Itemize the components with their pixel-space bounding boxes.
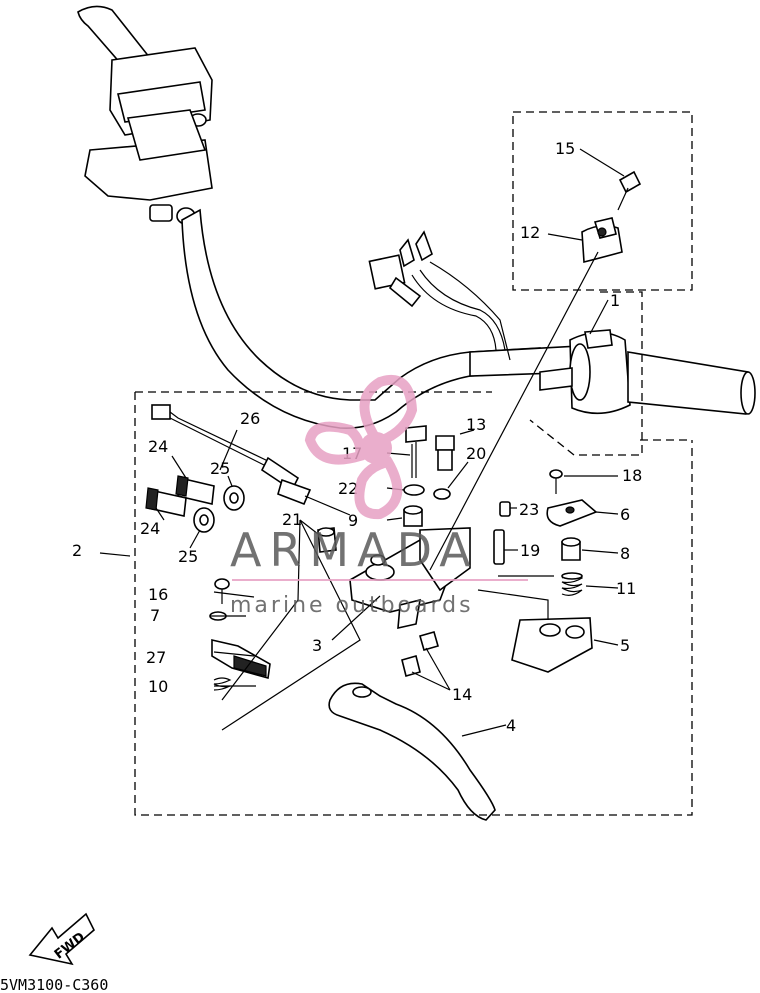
adjusters <box>145 475 245 533</box>
label-3: 3 <box>312 636 322 655</box>
label-14: 14 <box>452 685 472 704</box>
diagram-code: 5VM3100-C360 <box>0 976 108 993</box>
label-11: 11 <box>616 579 636 598</box>
label-4: 4 <box>506 716 516 735</box>
switch-wiring <box>368 230 511 361</box>
label-18: 18 <box>622 466 642 485</box>
watermark: ARMADA marine outboards <box>230 375 528 618</box>
label-5: 5 <box>620 636 630 655</box>
label-8: 8 <box>620 544 630 563</box>
label-26: 26 <box>240 409 260 428</box>
watermark-brand: ARMADA <box>230 523 479 577</box>
cable-26 <box>151 404 351 516</box>
label-23: 23 <box>519 500 539 519</box>
left-parts <box>209 578 271 691</box>
handlebar <box>77 5 586 429</box>
fwd-arrow: FWD <box>28 912 95 966</box>
label-19: 19 <box>520 541 540 560</box>
label-15: 15 <box>555 139 575 158</box>
label-13: 13 <box>466 415 486 434</box>
label-25-top: 25 <box>210 459 230 478</box>
dashed-outlines <box>134 111 693 816</box>
watermark-tagline: marine outboards <box>230 593 474 618</box>
label-10: 10 <box>148 677 168 696</box>
right-parts <box>493 469 598 673</box>
lever-bracket <box>317 425 471 677</box>
label-21: 21 <box>282 510 302 529</box>
label-9: 9 <box>348 511 358 530</box>
right-switch-assembly <box>539 329 756 415</box>
label-27: 27 <box>146 648 166 667</box>
propeller-logo <box>304 375 418 520</box>
label-24-bottom: 24 <box>140 519 160 538</box>
label-25-bottom: 25 <box>178 547 198 566</box>
label-7: 7 <box>150 606 160 625</box>
label-24-top: 24 <box>148 437 168 456</box>
lever <box>328 682 496 821</box>
part-labels: 15 12 1 26 13 24 17 20 25 18 22 23 6 9 2… <box>72 139 642 735</box>
label-6: 6 <box>620 505 630 524</box>
switch-holder-inset <box>581 170 642 264</box>
label-20: 20 <box>466 444 486 463</box>
label-22: 22 <box>338 479 358 498</box>
label-16: 16 <box>148 585 168 604</box>
label-1: 1 <box>610 291 620 310</box>
label-12: 12 <box>520 223 540 242</box>
label-2: 2 <box>72 541 82 560</box>
